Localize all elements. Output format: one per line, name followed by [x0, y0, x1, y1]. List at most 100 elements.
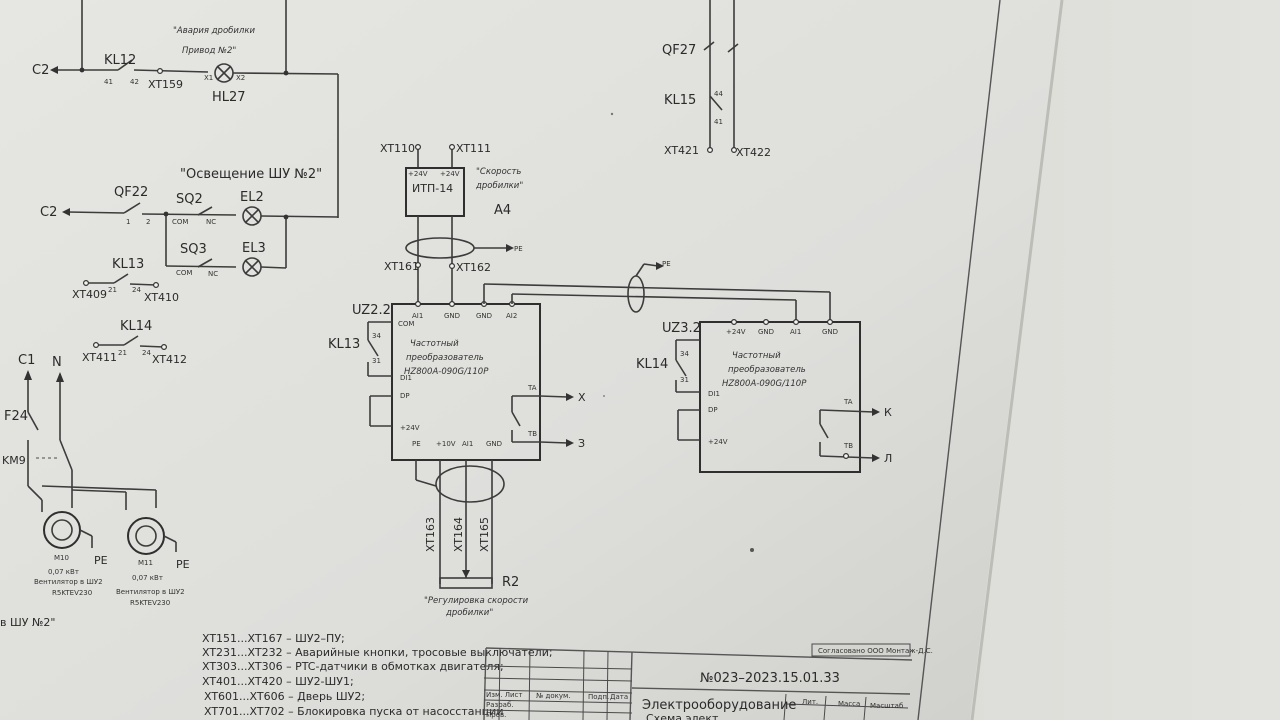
svg-text:AI1: AI1	[462, 440, 473, 448]
label-kl13: KL13	[112, 257, 144, 272]
svg-text:24: 24	[132, 286, 141, 294]
label-kl14: KL14	[120, 319, 152, 334]
svg-text:AI1: AI1	[790, 328, 801, 336]
svg-text:Изм. Лист: Изм. Лист	[486, 691, 522, 699]
svg-text:KM9: KM9	[2, 454, 26, 467]
note-6: XT701...XT702 – Блокировка пуска от насо…	[204, 705, 503, 718]
svg-text:+24V: +24V	[726, 328, 746, 336]
svg-text:PE: PE	[94, 554, 108, 567]
svg-text:преобразователь: преобразователь	[728, 365, 806, 375]
svg-text:дробилки": дробилки"	[445, 608, 493, 618]
svg-text:X2: X2	[236, 74, 245, 82]
svg-text:2: 2	[146, 218, 150, 226]
svg-text:№ докум.: № докум.	[536, 692, 571, 700]
emergency-lamp-circuit: "Авария дробилки Привод №2" KL12 41 42 С…	[32, 0, 339, 218]
svg-text:DP: DP	[708, 406, 718, 414]
svg-text:34: 34	[680, 350, 689, 358]
svg-text:+24V: +24V	[708, 438, 728, 446]
label-el2: EL2	[240, 190, 264, 205]
svg-text:GND: GND	[822, 328, 838, 336]
svg-text:0,07 кВт: 0,07 кВт	[132, 574, 163, 582]
svg-text:Дата: Дата	[610, 693, 628, 701]
svg-text:TB: TB	[527, 430, 537, 438]
lighting-circuit: "Освещение ШУ №2" QF22 1 2 С2 SQ2 SQ3 EL…	[40, 167, 339, 278]
svg-text:XT162: XT162	[456, 261, 491, 274]
svg-text:HZ800A-090G/110P: HZ800A-090G/110P	[404, 367, 489, 377]
approval-stamp: Согласовано ООО Монтаж-Д.С.	[818, 647, 933, 655]
svg-text:DI1: DI1	[708, 390, 720, 398]
vfd2-designator: UZ3.2	[662, 321, 701, 336]
svg-text:Частотный: Частотный	[732, 351, 781, 361]
svg-text:N: N	[52, 355, 62, 370]
svg-text:XT422: XT422	[736, 146, 771, 159]
svg-text:AI2: AI2	[506, 312, 517, 320]
paper-sheet	[0, 0, 1060, 720]
svg-text:R5KTEV230: R5KTEV230	[130, 599, 170, 607]
svg-text:PE: PE	[514, 245, 523, 253]
svg-text:NC: NC	[206, 218, 216, 226]
label-c2-mid: С2	[40, 205, 57, 220]
svg-text:XT409: XT409	[72, 288, 107, 301]
svg-text:"Регулировка скорости: "Регулировка скорости	[424, 596, 529, 606]
svg-text:HZ800A-090G/110P: HZ800A-090G/110P	[722, 379, 807, 389]
svg-text:GND: GND	[444, 312, 460, 320]
label-emergency-2: Привод №2"	[182, 46, 236, 56]
svg-text:Подп.: Подп.	[588, 693, 609, 701]
svg-text:Масштаб: Масштаб	[870, 702, 903, 710]
label-lighting: "Освещение ШУ №2"	[180, 167, 322, 182]
isolator-box	[405, 167, 465, 217]
svg-text:ИТП-14: ИТП-14	[412, 182, 453, 195]
svg-text:Схема элект...: Схема элект...	[646, 712, 729, 720]
vfd2-box	[699, 321, 861, 473]
svg-text:XT110: XT110	[380, 142, 415, 155]
svg-text:XT421: XT421	[664, 144, 699, 157]
svg-text:COM: COM	[176, 269, 192, 277]
svg-text:KL13: KL13	[328, 337, 360, 352]
kl13-kl14-contacts: KL13 XT409 XT410 21 24 KL14 XT411 XT412 …	[72, 257, 187, 366]
svg-text:R5KTEV230: R5KTEV230	[52, 589, 92, 597]
svg-text:Частотный: Частотный	[410, 339, 459, 349]
svg-text:GND: GND	[758, 328, 774, 336]
paper-specks	[603, 112, 754, 552]
fan-motors-circuit: С1 N F24 KM9 M10 M11 0,07 кВт 0,07 кВт В…	[0, 353, 190, 629]
svg-text:XT111: XT111	[456, 142, 491, 155]
svg-text:TA: TA	[843, 398, 853, 406]
svg-text:К: К	[884, 406, 892, 419]
svg-text:преобразователь: преобразователь	[406, 353, 484, 363]
svg-text:41: 41	[104, 78, 113, 86]
top-right-circuit: QF27 KL15 44 41 XT421 XT422	[662, 0, 771, 159]
svg-text:З: З	[578, 437, 585, 450]
note-4: XT401...XT420 – ШУ2-ШУ1;	[202, 675, 354, 688]
svg-text:AI1: AI1	[412, 312, 423, 320]
svg-text:31: 31	[372, 357, 381, 365]
svg-text:PE: PE	[176, 558, 190, 571]
svg-text:+24V: +24V	[400, 424, 420, 432]
svg-text:С1: С1	[18, 353, 35, 368]
label-xt159: XT159	[148, 78, 183, 91]
svg-text:24: 24	[142, 349, 151, 357]
svg-text:+10V: +10V	[436, 440, 456, 448]
svg-text:Масса: Масса	[838, 700, 860, 708]
note-1: XT151...XT167 – ШУ2–ПУ;	[202, 632, 345, 645]
label-c2-top: С2	[32, 63, 49, 78]
svg-text:DI1: DI1	[400, 374, 412, 382]
svg-text:Лит.: Лит.	[802, 698, 818, 706]
svg-text:0,07 кВт: 0,07 кВт	[48, 568, 79, 576]
label-qf22: QF22	[114, 185, 148, 200]
label-sq3: SQ3	[180, 242, 207, 257]
svg-text:21: 21	[118, 349, 127, 357]
svg-text:Пров.: Пров.	[486, 711, 506, 719]
svg-text:PE: PE	[412, 440, 421, 448]
label-el3: EL3	[242, 241, 266, 256]
signal-isolator-a4: XT110 XT111 ИТП-14 +24V +24V "Скорость д…	[380, 142, 523, 304]
svg-text:M11: M11	[138, 559, 153, 567]
svg-text:42: 42	[130, 78, 139, 86]
svg-text:NC: NC	[208, 270, 218, 278]
label-sq2: SQ2	[176, 192, 203, 207]
label-emergency-1: "Авария дробилки	[173, 26, 255, 36]
svg-text:TB: TB	[843, 442, 853, 450]
svg-text:XT164: XT164	[452, 517, 465, 552]
vfd1-designator: UZ2.2	[352, 303, 391, 318]
note-2: XT231...XT232 – Аварийные кнопки, тросов…	[202, 646, 553, 659]
svg-text:Вентилятор в ШУ2: Вентилятор в ШУ2	[116, 588, 185, 596]
